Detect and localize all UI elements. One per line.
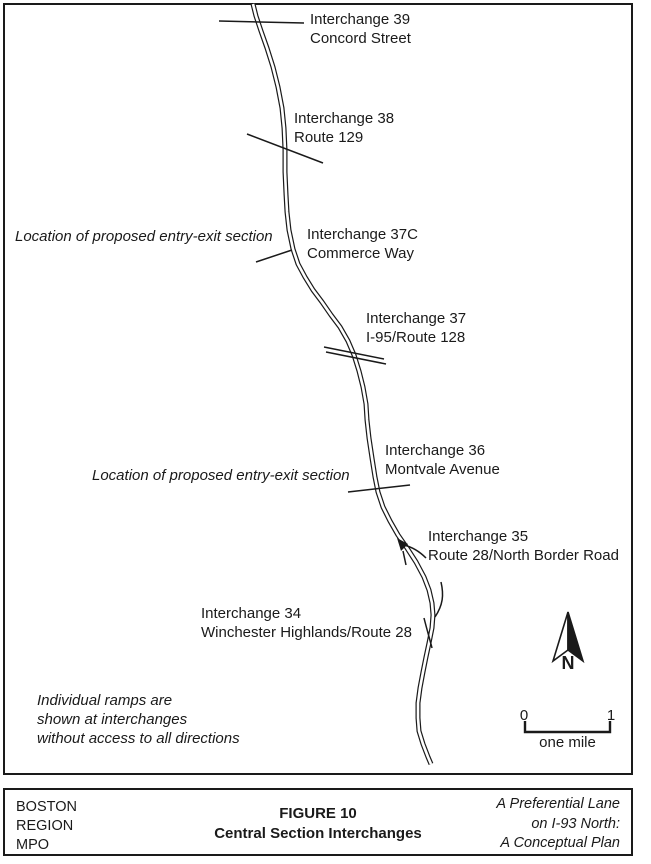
plan-title-block: A Preferential Lane on I-93 North: A Con… bbox=[420, 795, 620, 854]
interchange-name: Interchange 37C bbox=[307, 226, 418, 243]
plan-line: on I-93 North: bbox=[531, 815, 620, 832]
interchange-road: Concord Street bbox=[310, 30, 411, 47]
label-interchange-39: Interchange 39 Concord Street bbox=[310, 10, 411, 48]
figure-number: FIGURE 10 bbox=[279, 805, 357, 822]
interchange-name: Interchange 35 bbox=[428, 528, 529, 545]
agency-block: BOSTON REGION MPO bbox=[16, 798, 77, 855]
agency-line: REGION bbox=[16, 818, 74, 834]
ramps-note-line: shown at interchanges bbox=[37, 711, 188, 728]
label-interchange-37c: Interchange 37C Commerce Way bbox=[307, 225, 418, 263]
annotation-proposed-entry-exit-south: Location of proposed entry-exit section bbox=[92, 467, 350, 484]
plan-line: A Conceptual Plan bbox=[500, 835, 620, 851]
scale-left-value: 0 bbox=[519, 707, 529, 724]
plan-line: A Preferential Lane bbox=[496, 796, 620, 812]
scale-caption: one mile bbox=[539, 734, 596, 751]
interchange-road: I-95/Route 128 bbox=[366, 329, 466, 346]
interchange-road: Commerce Way bbox=[307, 245, 414, 262]
ramps-note-line: without access to all directions bbox=[37, 730, 240, 747]
interchange-road: Route 129 bbox=[294, 129, 364, 146]
agency-line: MPO bbox=[16, 837, 50, 853]
interchange-road: Winchester Highlands/Route 28 bbox=[201, 624, 412, 641]
annotation-proposed-entry-exit-north: Location of proposed entry-exit section bbox=[15, 228, 273, 245]
label-interchange-35: Interchange 35 Route 28/North Border Roa… bbox=[428, 527, 619, 565]
ramps-note-line: Individual ramps are bbox=[37, 692, 173, 709]
label-interchange-38: Interchange 38 Route 129 bbox=[294, 109, 394, 147]
scale-right-value: 1 bbox=[606, 707, 616, 724]
interchange-name: Interchange 34 bbox=[201, 605, 302, 622]
figure-title-block: FIGURE 10 Central Section Interchanges bbox=[3, 804, 633, 844]
label-interchange-36: Interchange 36 Montvale Avenue bbox=[385, 441, 500, 479]
interchange-road: Montvale Avenue bbox=[385, 461, 500, 478]
label-interchange-37: Interchange 37 I-95/Route 128 bbox=[366, 309, 466, 347]
interchange-road: Route 28/North Border Road bbox=[428, 547, 619, 564]
footer-box bbox=[3, 788, 633, 856]
agency-line: BOSTON bbox=[16, 799, 77, 815]
interchange-name: Interchange 39 bbox=[310, 11, 411, 28]
interchange-name: Interchange 36 bbox=[385, 442, 486, 459]
north-label: N bbox=[561, 653, 575, 673]
figure-subtitle: Central Section Interchanges bbox=[214, 825, 422, 842]
interchange-name: Interchange 37 bbox=[366, 310, 467, 327]
ramps-note: Individual ramps are shown at interchang… bbox=[37, 691, 240, 748]
interchange-name: Interchange 38 bbox=[294, 110, 395, 127]
label-interchange-34: Interchange 34 Winchester Highlands/Rout… bbox=[201, 604, 412, 642]
